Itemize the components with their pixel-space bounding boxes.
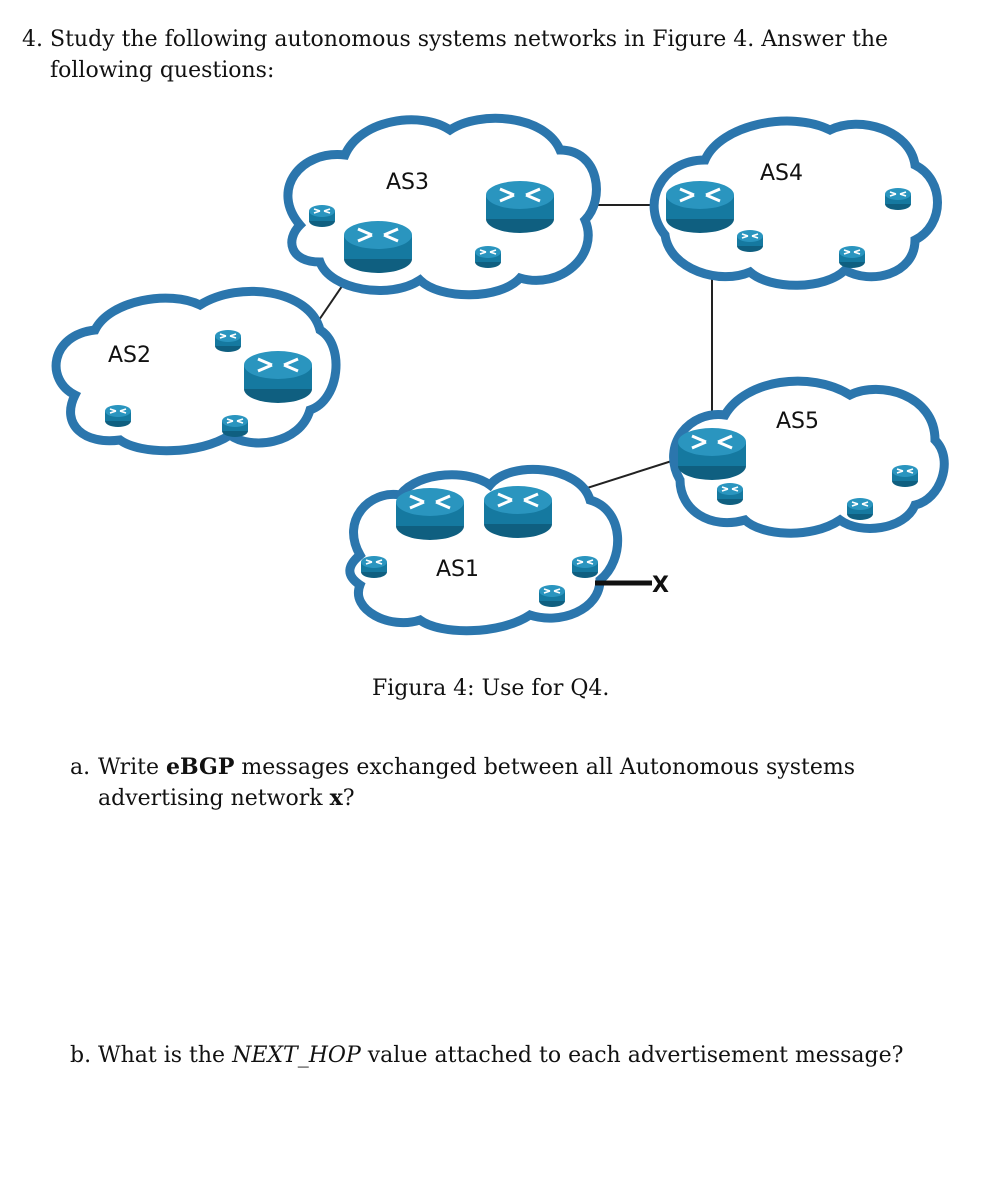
sub-question-a: a. Write eBGP messages exchanged between…	[70, 752, 950, 814]
sub-a-pre: Write	[98, 755, 167, 780]
question-text: Study the following autonomous systems n…	[50, 27, 889, 83]
cloud-as1	[345, 464, 623, 636]
cloud-as2	[51, 286, 341, 456]
network-x-label: X	[652, 573, 669, 598]
label-as5: AS5	[776, 409, 819, 434]
sub-b-post: value attached to each advertisement mes…	[360, 1043, 904, 1068]
sub-a-bold-ebgp: eBGP	[166, 754, 235, 780]
label-as3: AS3	[386, 170, 429, 195]
label-as1: AS1	[436, 557, 479, 582]
sub-a-mid: messages exchanged between all Autonomou…	[98, 755, 856, 811]
sub-b-text: What is the NEXT_HOP value attached to e…	[70, 1040, 950, 1071]
label-as4: AS4	[760, 161, 803, 186]
question-heading: 4. Study the following autonomous system…	[22, 24, 962, 86]
question-number: 4.	[22, 27, 43, 52]
cloud-as3	[283, 113, 601, 300]
as-network-figure: X AS3 AS4 AS2 AS5 AS1	[51, 113, 949, 636]
sub-a-post: ?	[342, 786, 355, 811]
sub-a-letter: a.	[70, 755, 91, 780]
label-as2: AS2	[108, 343, 151, 368]
sub-a-bold-x: x	[329, 785, 343, 811]
sub-b-italic-next-hop: NEXT_HOP	[232, 1043, 361, 1068]
network-x: X	[595, 573, 669, 598]
sub-question-b: b. What is the NEXT_HOP value attached t…	[70, 1040, 950, 1071]
cloud-as5	[669, 376, 949, 538]
sub-b-pre: What is the	[98, 1043, 233, 1068]
cloud-as4	[649, 116, 942, 290]
sub-b-letter: b.	[70, 1043, 92, 1068]
figure-caption: Figura 4: Use for Q4.	[372, 676, 610, 701]
sub-a-text: Write eBGP messages exchanged between al…	[70, 752, 950, 814]
